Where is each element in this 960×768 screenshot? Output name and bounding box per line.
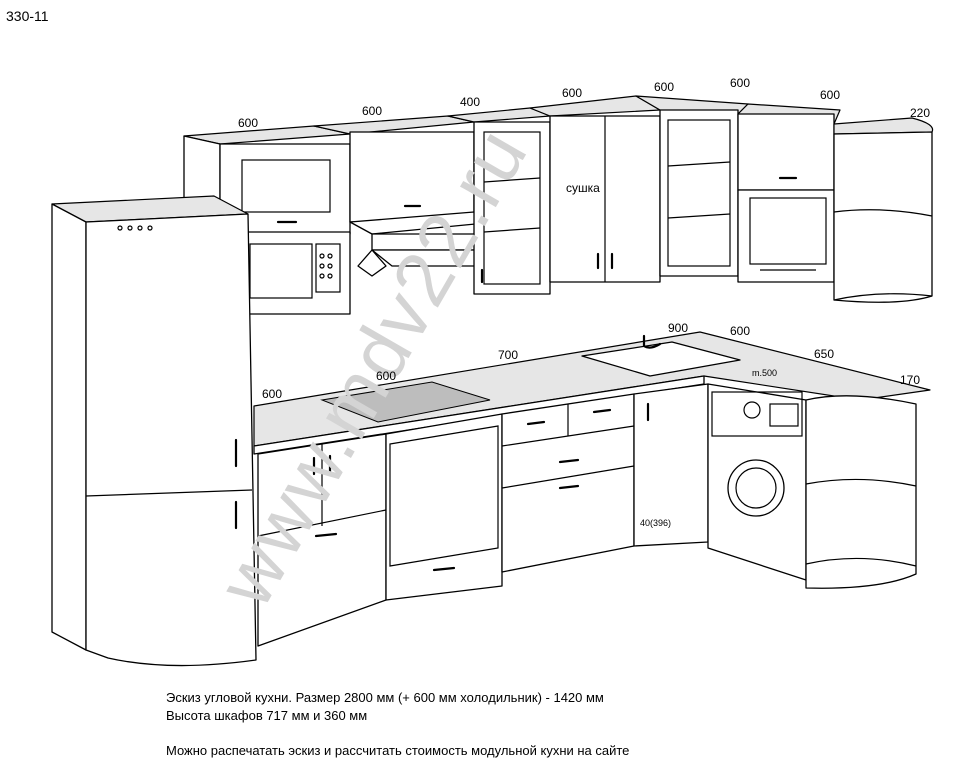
lower-drawers	[501, 393, 635, 573]
washer-note: m.500	[752, 368, 777, 378]
dim-upper-7: 600	[820, 88, 840, 102]
fridge	[51, 195, 257, 667]
microwave-cabinet	[237, 231, 351, 315]
dim-upper-1: 600	[238, 116, 258, 130]
drawing-code: 330-11	[6, 8, 49, 24]
caption-line-3: Можно распечатать эскиз и рассчитать сто…	[166, 743, 630, 758]
upper-rounded-shelf	[833, 117, 934, 303]
cabinet-note: 40(396)	[640, 518, 671, 528]
dim-upper-2: 600	[362, 104, 382, 118]
dim-lower-170: 170	[900, 373, 920, 387]
lower-rounded-shelf	[805, 395, 917, 589]
upper-corner-shelf	[635, 95, 749, 277]
caption-line-2: Высота шкафов 717 мм и 360 мм	[166, 708, 368, 723]
dim-sink: 900	[668, 321, 688, 335]
kitchen-sketch: www.mdv22.ru 600 600 400 600 600 600 600…	[51, 76, 934, 667]
sink	[581, 334, 741, 377]
cooktop	[320, 381, 491, 423]
dim-upper-6: 600	[730, 76, 750, 90]
dim-lower-700: 700	[498, 348, 518, 362]
dim-upper-4: 600	[562, 86, 582, 100]
upper-cabinet-dryer	[529, 95, 661, 283]
lower-cabinet-left	[257, 433, 387, 647]
oven-niche	[385, 413, 503, 601]
dim-lower-600: 600	[730, 324, 750, 338]
upper-cabinet-3-open-shelves	[447, 107, 551, 295]
upper-cabinet-2	[313, 115, 475, 223]
upper-cabinet-tv	[737, 103, 841, 283]
dim-upper-3: 400	[460, 95, 480, 109]
dryer-label: сушка	[566, 181, 600, 195]
dim-upper-5: 600	[654, 80, 674, 94]
caption-line-1: Эскиз угловой кухни. Размер 2800 мм (+ 6…	[166, 690, 604, 705]
washing-machine	[707, 383, 807, 581]
dim-lower-left: 600	[262, 387, 282, 401]
dim-upper-8: 220	[910, 106, 930, 120]
dim-lower-650: 650	[814, 347, 834, 361]
dim-hob: 600	[376, 369, 396, 383]
